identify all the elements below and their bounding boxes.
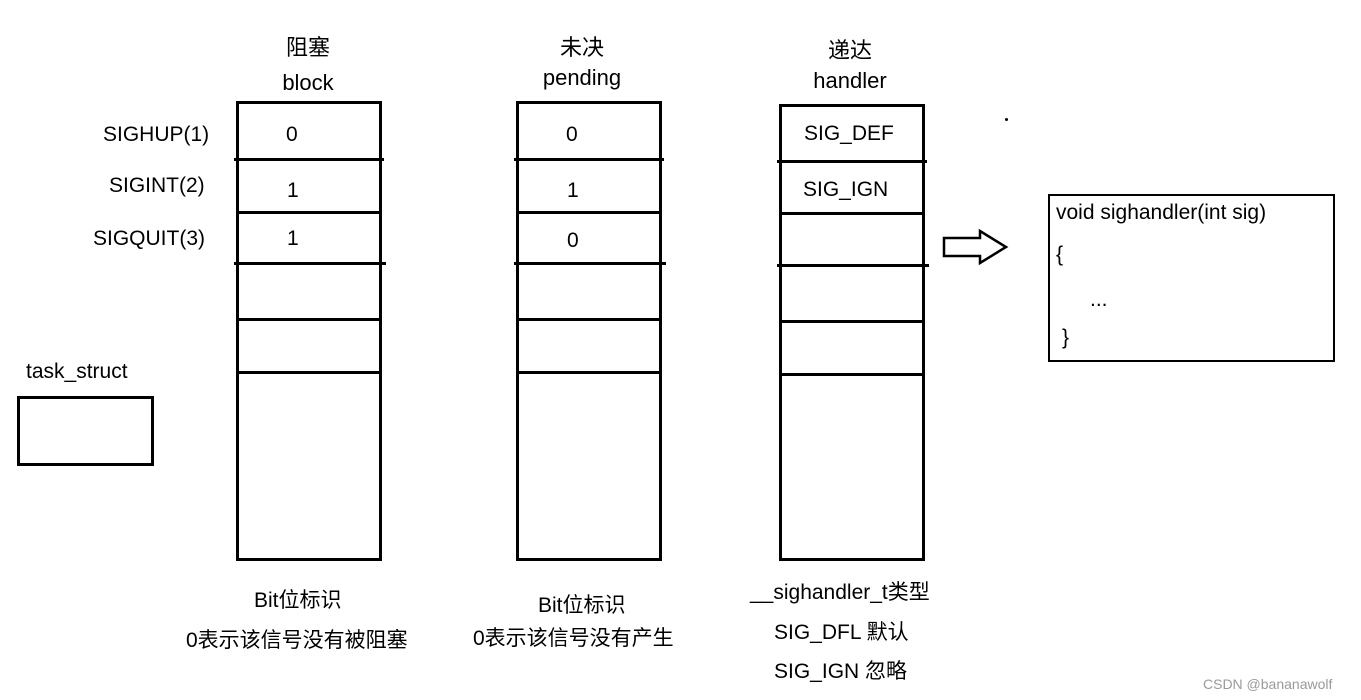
block-row-divider — [236, 371, 382, 374]
signal-label-sigquit: SIGQUIT(3) — [93, 227, 206, 250]
handler-row-divider — [777, 264, 929, 267]
handler-entry-sigint: SIG_IGN — [803, 178, 889, 201]
pending-bit-sigint: 1 — [567, 179, 579, 202]
pending-note-line2: 0表示该信号没有产生 — [473, 627, 674, 650]
block-bitmap-column — [236, 101, 382, 561]
signal-label-sighup: SIGHUP(1) — [103, 123, 210, 146]
block-header-en: block — [282, 70, 334, 95]
handler-note-line3: SIG_IGN 忽略 — [774, 660, 908, 683]
pending-bit-sighup: 0 — [566, 123, 578, 146]
pending-row-divider — [516, 211, 662, 214]
handler-row-divider — [777, 160, 927, 163]
pending-row-divider — [516, 318, 662, 321]
pending-bit-sigquit: 0 — [567, 229, 579, 252]
sighandler-code-box — [1048, 194, 1335, 362]
code-line-signature: void sighandler(int sig) — [1056, 201, 1267, 224]
task-struct-label: task_struct — [26, 360, 128, 383]
code-line-close-brace: } — [1062, 326, 1070, 349]
pending-header-cn: 未决 — [559, 35, 604, 60]
pending-bitmap-column — [516, 101, 662, 561]
block-bit-sigquit: 1 — [287, 227, 299, 250]
block-note-line2: 0表示该信号没有被阻塞 — [186, 629, 408, 652]
block-row-divider — [236, 318, 382, 321]
code-line-ellipsis: ... — [1090, 288, 1108, 311]
watermark: CSDN @bananawolf — [1203, 676, 1333, 692]
handler-row-divider — [779, 320, 925, 323]
pending-row-divider — [514, 158, 664, 161]
block-row-divider — [234, 262, 386, 265]
block-row-divider — [236, 211, 382, 214]
block-header-cn: 阻塞 — [285, 35, 330, 60]
signal-label-sigint: SIGINT(2) — [109, 174, 205, 197]
handler-header-cn: 递达 — [827, 38, 872, 63]
block-bit-sigint: 1 — [287, 179, 299, 202]
block-row-divider — [234, 158, 384, 161]
handler-row-divider — [779, 373, 925, 376]
dot-mark — [1005, 118, 1008, 121]
handler-row-divider — [779, 212, 925, 215]
handler-header-en: handler — [813, 68, 887, 93]
handler-note-line2: SIG_DFL 默认 — [774, 621, 909, 644]
pending-header-en: pending — [542, 65, 622, 90]
block-note-line1: Bit位标识 — [254, 589, 342, 612]
code-line-open-brace: { — [1056, 243, 1064, 266]
handler-table-column — [779, 104, 925, 561]
task-struct-box — [17, 396, 154, 466]
handler-entry-sighup: SIG_DEF — [804, 122, 894, 145]
handler-note-line1: __sighandler_t类型 — [750, 581, 930, 604]
pending-row-divider — [516, 371, 662, 374]
pending-row-divider — [514, 262, 666, 265]
pending-note-line1: Bit位标识 — [538, 594, 626, 617]
right-arrow-icon — [942, 228, 1009, 266]
block-bit-sighup: 0 — [286, 123, 298, 146]
